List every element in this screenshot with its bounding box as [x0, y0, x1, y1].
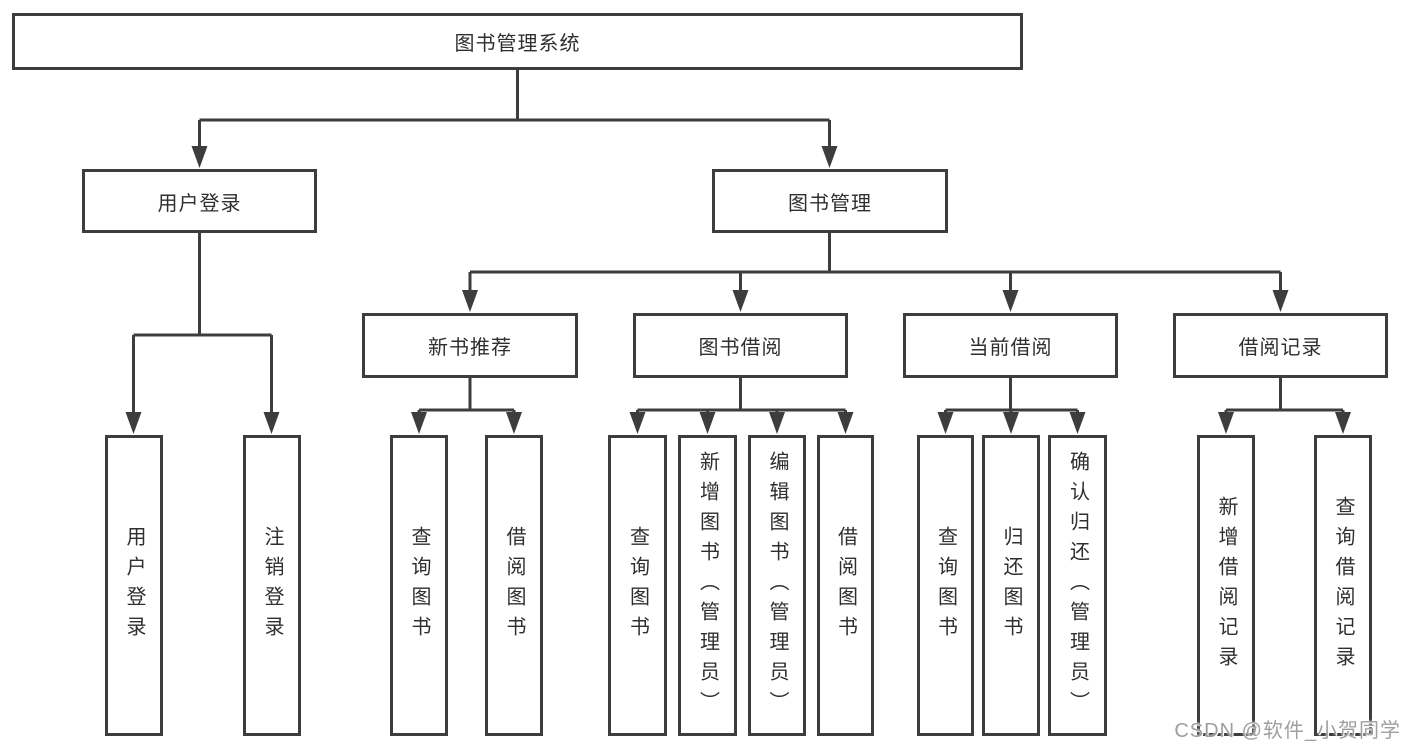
leaf-confirm-return-admin: 确认归还（管理员）: [1048, 435, 1107, 736]
node-user-login: 用户登录: [82, 169, 317, 233]
node-label: 新书推荐: [428, 337, 512, 359]
leaf-label: 用户登录: [123, 525, 145, 646]
node-new-book-recommendation: 新书推荐: [362, 313, 578, 378]
leaf-label: 编辑图书（管理员）: [766, 450, 788, 721]
node-book-borrowing: 图书借阅: [633, 313, 848, 378]
node-book-management: 图书管理: [712, 169, 948, 233]
node-label: 用户登录: [157, 192, 242, 215]
leaf-label: 注销登录: [261, 525, 283, 646]
node-label: 图书管理: [788, 192, 872, 215]
node-label: 图书借阅: [698, 337, 783, 359]
node-system-root: 图书管理系统: [12, 13, 1023, 70]
leaf-label: 确认归还（管理员）: [1066, 450, 1089, 721]
leaf-add-books-admin: 新增图书（管理员）: [678, 435, 737, 736]
leaf-query-books-recommend: 查询图书: [390, 435, 448, 736]
arrowhead-icons: [125, 146, 1351, 434]
leaf-label: 查询借阅记录: [1332, 495, 1354, 676]
leaf-borrow-books-recommend: 借阅图书: [485, 435, 543, 736]
leaf-query-books-current: 查询图书: [917, 435, 974, 736]
csdn-watermark: CSDN @软件_小贺同学: [1174, 720, 1401, 742]
leaf-logout: 注销登录: [243, 435, 301, 736]
leaf-edit-books-admin: 编辑图书（管理员）: [748, 435, 806, 736]
leaf-label: 查询图书: [626, 525, 649, 646]
leaf-label: 新增借阅记录: [1215, 495, 1237, 676]
leaf-label: 新增图书（管理员）: [696, 450, 719, 721]
leaf-label: 查询图书: [934, 525, 957, 646]
leaf-label: 借阅图书: [834, 525, 857, 646]
leaf-return-books: 归还图书: [982, 435, 1040, 736]
node-label: 图书管理系统: [454, 33, 581, 55]
node-borrowing-records: 借阅记录: [1173, 313, 1388, 378]
leaf-user-login: 用户登录: [105, 435, 163, 736]
node-label: 借阅记录: [1238, 337, 1323, 359]
leaf-label: 查询图书: [408, 525, 430, 646]
leaf-borrow-books: 借阅图书: [817, 435, 874, 736]
leaf-label: 借阅图书: [503, 525, 525, 646]
leaf-add-borrow-record: 新增借阅记录: [1197, 435, 1255, 736]
leaf-query-borrow-record: 查询借阅记录: [1314, 435, 1372, 736]
node-label: 当前借阅: [968, 337, 1053, 359]
node-current-borrowing: 当前借阅: [903, 313, 1118, 378]
leaf-query-books-borrow: 查询图书: [608, 435, 667, 736]
leaf-label: 归还图书: [1000, 525, 1022, 646]
